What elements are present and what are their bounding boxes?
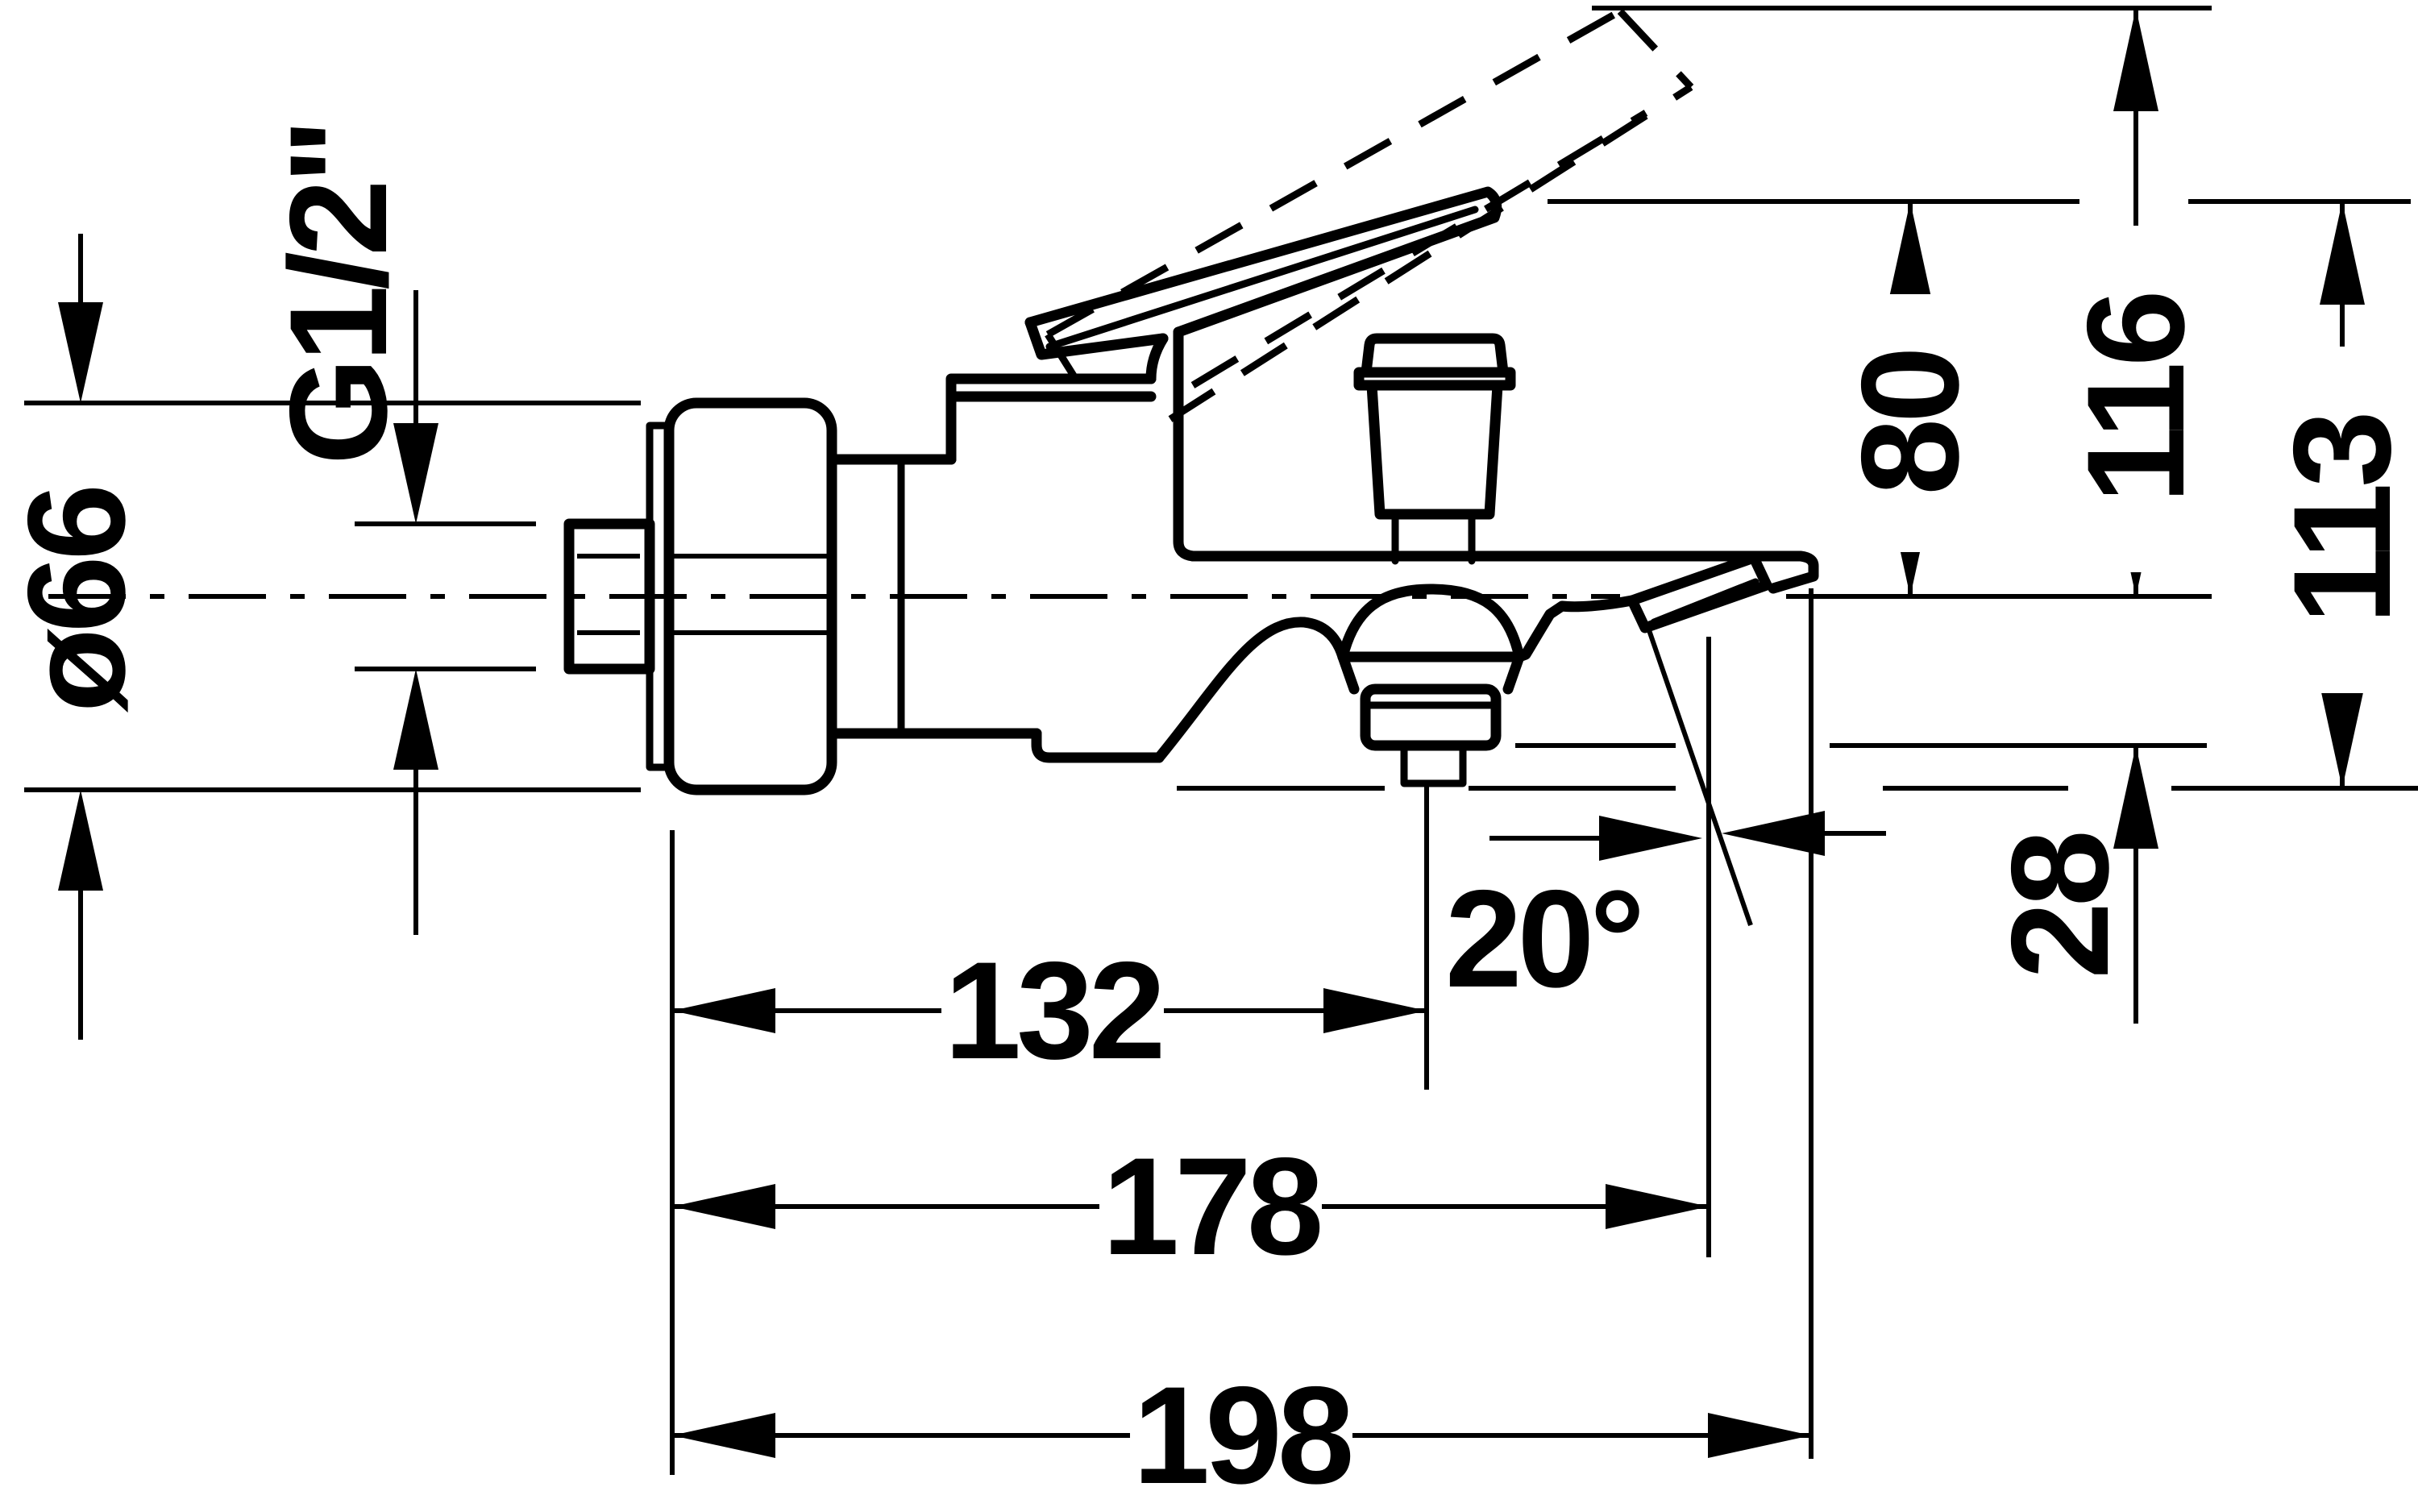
cartridge-collar — [945, 373, 1157, 402]
arrowhead-178-left — [672, 1184, 775, 1229]
dim-label-28: 28 — [1983, 833, 2138, 979]
dim-198-text-mask — [1130, 1368, 1352, 1503]
arrowhead-198-left — [672, 1413, 775, 1458]
open-handle-inner-line — [1190, 110, 1648, 388]
spout-underside-right — [1514, 595, 1638, 663]
outlet-stub — [1400, 741, 1467, 787]
dim-178: 178 — [672, 1129, 1709, 1284]
dim-thread: G1/2" — [261, 123, 438, 935]
arrowhead-thread-up — [393, 669, 438, 770]
faucet-body — [563, 186, 1819, 795]
arrowhead-thread-down — [393, 423, 438, 524]
body-bottom — [1031, 728, 1165, 763]
body-right-edge — [1173, 326, 1199, 562]
dim-113: 113 — [2265, 201, 2418, 788]
spout-angle-line — [1647, 629, 1753, 926]
arrowhead-113-up — [2320, 201, 2365, 305]
handle-open-position — [1045, 8, 1694, 422]
dim-198: 198 — [672, 1358, 1811, 1512]
handle-lever-back — [1024, 317, 1169, 360]
dim-label-80: 80 — [1833, 351, 1988, 495]
dim-80-text-mask — [1841, 294, 1980, 552]
diverter-knob-stem — [1391, 510, 1476, 565]
open-handle-tip-edge — [1617, 8, 1694, 90]
arrowhead-20-right — [1599, 816, 1702, 861]
arrowhead-116-up — [2113, 8, 2158, 111]
open-handle-top-edge — [1045, 8, 1622, 338]
arrowhead-132-right — [1323, 988, 1427, 1033]
diverter-knob-body — [1366, 380, 1503, 520]
reference-lines — [24, 6, 2418, 1475]
dim-angle-20: 20° — [1445, 811, 1886, 1016]
arrowhead-198-right — [1708, 1413, 1811, 1458]
arrowhead-178-right — [1606, 1184, 1709, 1229]
dim-116: 116 — [2059, 8, 2213, 596]
arrowhead-dia-up — [58, 790, 103, 891]
aerator-nozzle — [1627, 552, 1772, 633]
dim-28: 28 — [1983, 746, 2158, 1024]
dim-178-text-mask — [1099, 1139, 1322, 1274]
dim-132: 132 — [672, 933, 1427, 1088]
handle-lever — [1024, 186, 1502, 338]
diverter-dome — [1337, 584, 1525, 663]
arrowhead-80-up — [1888, 201, 1933, 305]
dim-132-text-mask — [941, 943, 1164, 1078]
arrowhead-113-down — [2320, 685, 2365, 788]
outlet-collar — [1337, 651, 1525, 695]
handle-lever-inner-line — [1045, 206, 1479, 351]
dim-113-text-mask — [2273, 347, 2412, 693]
dim-label-178: 178 — [1103, 1129, 1320, 1284]
dim-label-198: 198 — [1133, 1358, 1351, 1512]
dim-label-113: 113 — [2265, 415, 2418, 625]
dim-flange-diameter: ø66 — [0, 234, 154, 1040]
diverter-knob-cap — [1361, 333, 1509, 378]
spout-underside-left — [1153, 617, 1348, 763]
dim-label-116: 116 — [2059, 294, 2213, 504]
dim-116-text-mask — [2067, 226, 2205, 572]
diverter-knob-ring — [1353, 367, 1516, 391]
arrowhead-28-up — [2113, 746, 2158, 849]
open-handle-bottom-edge — [1168, 84, 1693, 422]
arrowhead-dia-down — [58, 302, 103, 403]
aerator-face-line — [1650, 578, 1759, 626]
arrowhead-132-left — [672, 988, 775, 1033]
arrowhead-20-left — [1722, 811, 1825, 856]
dim-80: 80 — [1833, 201, 1988, 596]
dim-label-thread: G1/2" — [261, 123, 416, 465]
dim-label-20: 20° — [1445, 862, 1640, 1016]
dim-label-flange-diameter: ø66 — [0, 488, 154, 712]
spout-top-and-end — [1187, 550, 1819, 594]
outlet-union-nut — [1360, 683, 1502, 751]
open-handle-back-edge — [1045, 332, 1085, 391]
dim-label-132: 132 — [945, 933, 1161, 1088]
escutcheon-flange — [663, 397, 837, 795]
